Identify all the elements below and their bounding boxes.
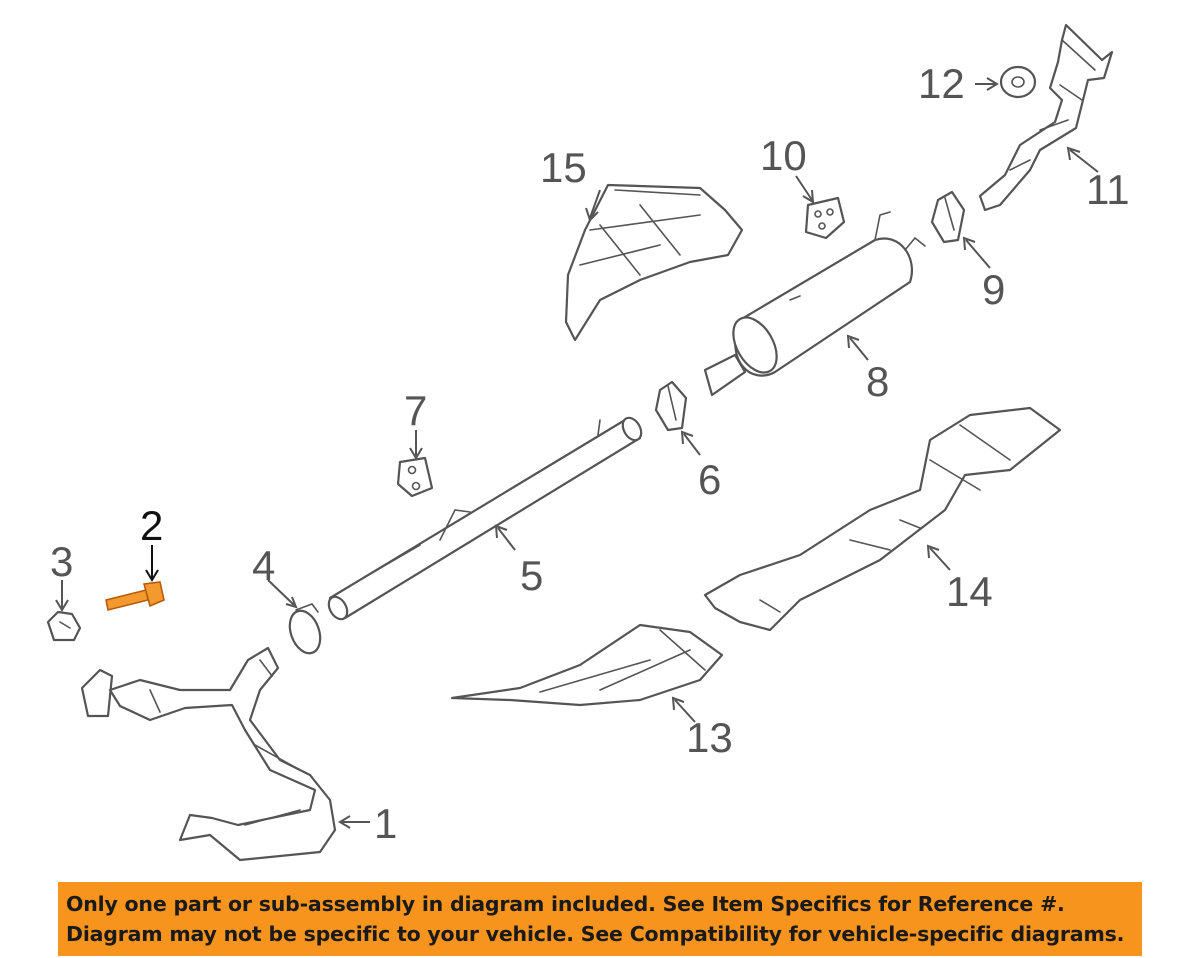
callout-13: 13 (686, 714, 733, 761)
part-10-isolator (804, 196, 846, 240)
callout-2: 2 (140, 502, 163, 549)
part-4-band-clamp (288, 603, 322, 655)
leader-lines (55, 77, 1099, 829)
part-11-tailpipe (978, 23, 1114, 212)
callout-10: 10 (760, 132, 807, 179)
part-2-bolt (105, 581, 165, 611)
callout-4: 4 (252, 542, 275, 589)
callout-5: 5 (520, 552, 543, 599)
callout-12: 12 (918, 60, 965, 107)
callout-1: 1 (374, 800, 397, 847)
callout-15: 15 (540, 144, 587, 191)
part-8-muffler (703, 211, 926, 397)
callout-11: 11 (1086, 166, 1130, 213)
part-13-heat-shield (450, 623, 724, 707)
disclaimer-line-2: Diagram may not be specific to your vehi… (66, 922, 1125, 946)
callout-7: 7 (404, 387, 427, 434)
callout-3: 3 (50, 538, 73, 585)
part-5-intermediate-pipe (327, 416, 643, 621)
part-9-clamp (930, 190, 966, 244)
callout-8: 8 (866, 358, 889, 405)
callout-6: 6 (698, 456, 721, 503)
part-15-heat-shield (564, 183, 744, 342)
part-6-clamp (654, 380, 688, 432)
part-7-isolator (396, 456, 434, 498)
exhaust-exploded-diagram: 1 2 3 4 5 6 7 8 9 10 11 12 13 14 15 (46, 23, 1130, 862)
disclaimer-banner: Only one part or sub-assembly in diagram… (58, 882, 1142, 956)
part-3-nut (46, 610, 82, 642)
callout-14: 14 (946, 568, 993, 615)
part-12-grommet (999, 65, 1037, 99)
disclaimer-line-1: Only one part or sub-assembly in diagram… (66, 892, 1065, 916)
part-1-y-pipe-catalytic (80, 646, 337, 862)
part-14-heat-shield (703, 406, 1062, 632)
callout-9: 9 (982, 266, 1005, 313)
